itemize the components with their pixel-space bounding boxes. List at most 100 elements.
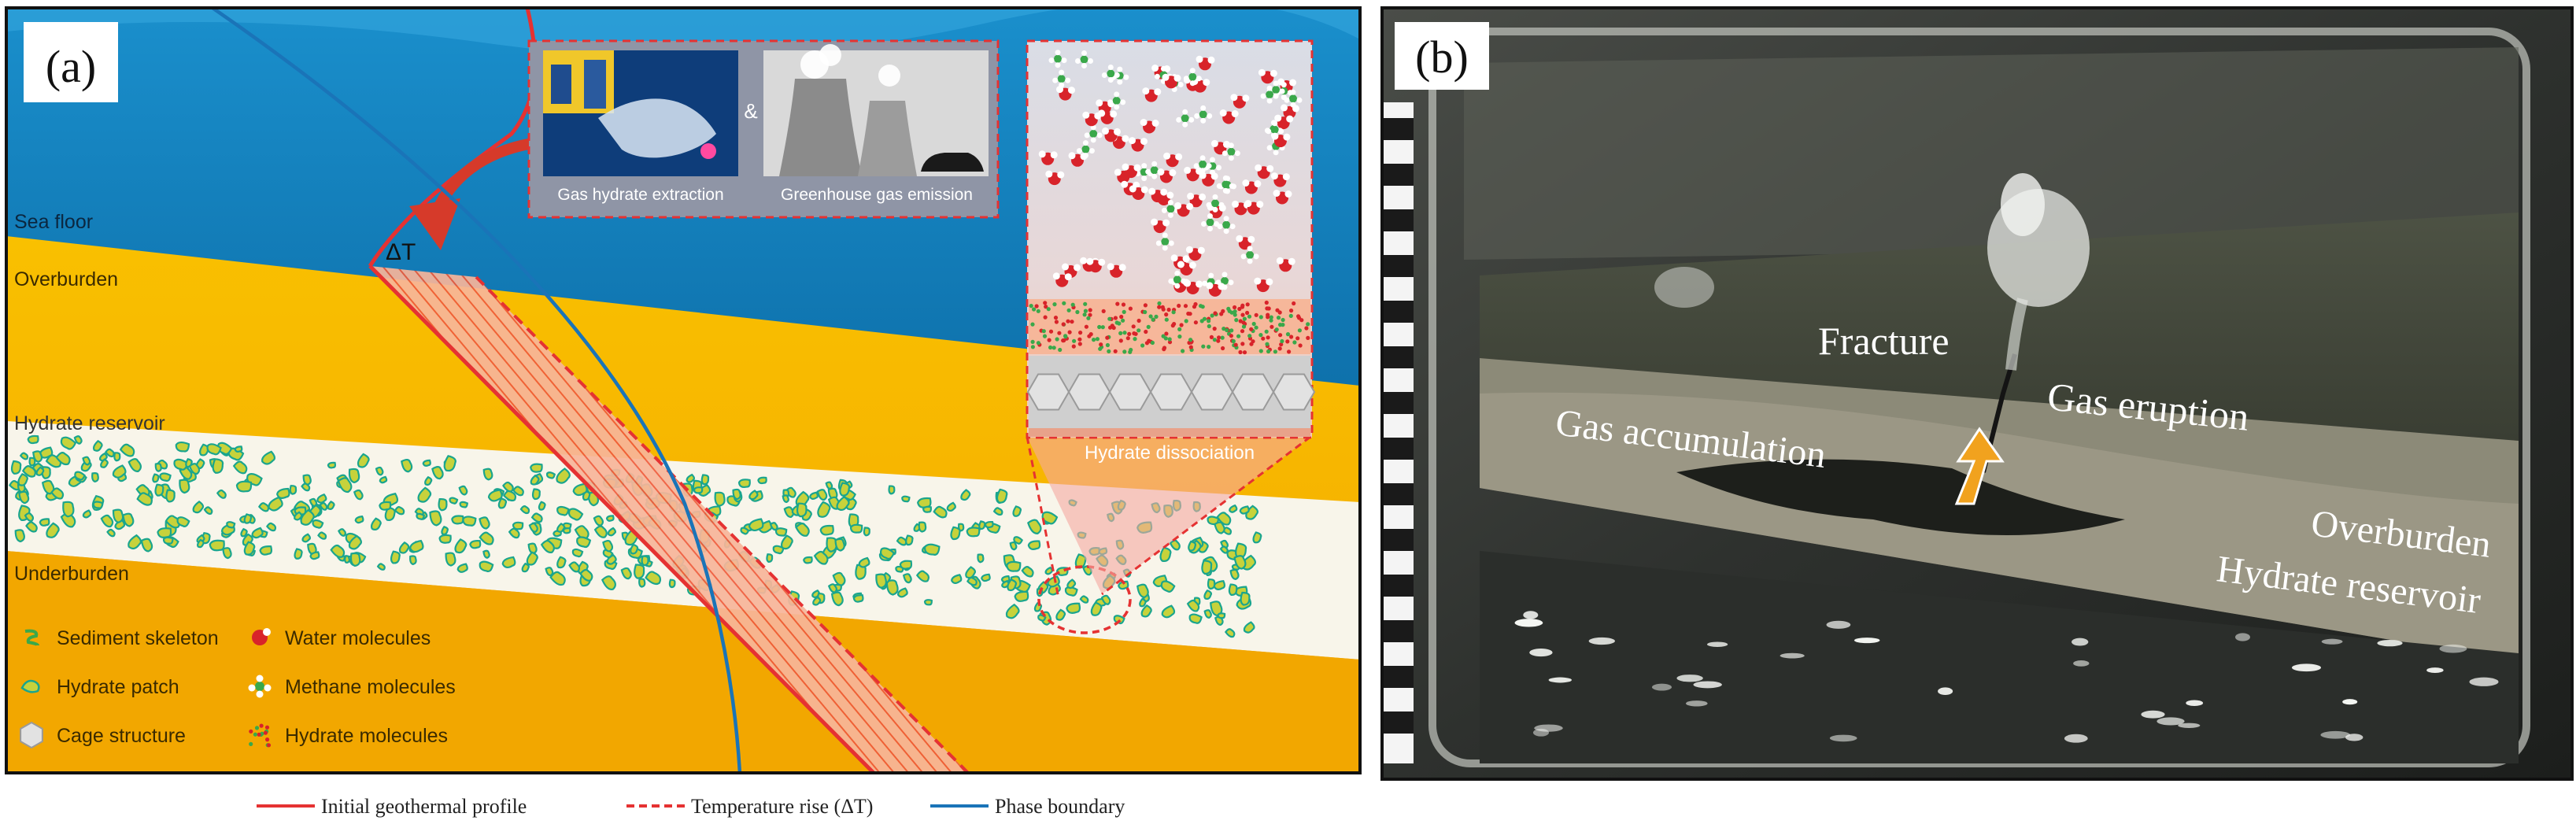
hydrate-molecule-dot (1200, 305, 1205, 309)
hydrate-molecule-dot (1245, 310, 1250, 316)
hydrate-molecule-dot (1270, 324, 1274, 329)
light-reflection (2426, 667, 2444, 674)
hydrate-molecules-icon (249, 723, 272, 748)
hydrate-molecule-dot (1072, 338, 1077, 343)
hydrate-molecule-dot (1087, 334, 1092, 338)
hydrate-molecule-dot (1136, 328, 1141, 333)
panel-b: Fracture Gas eruption Gas accumulation O… (1382, 8, 2572, 779)
ruler-tick (1382, 209, 1414, 231)
methane-molecule (1206, 194, 1225, 213)
hydrate-patch (593, 525, 608, 538)
hydrate-molecule-dot (1127, 331, 1132, 336)
hydrate-patch (82, 509, 92, 519)
ruler-tick (1382, 346, 1414, 368)
hydrate-molecule-dot (1122, 331, 1127, 335)
hydrate-molecule-dot (1113, 316, 1118, 320)
hydrate-molecule-dot (1062, 301, 1066, 305)
hydrate-molecule-dot (1171, 310, 1176, 315)
hydrate-patch (357, 453, 370, 468)
water-molecule (1206, 282, 1225, 297)
water-molecule (1273, 190, 1292, 205)
hydrate-patch (18, 490, 30, 505)
hydrate-patch (526, 551, 538, 566)
light-reflection (2291, 663, 2322, 672)
hydrate-molecule-dot (1146, 324, 1151, 329)
hydrate-patch (549, 571, 566, 586)
water-molecule (1045, 170, 1065, 186)
hydrate-molecule-dot (1289, 309, 1294, 313)
hydrate-molecule-dot (1221, 327, 1226, 331)
hydrate-patch (173, 458, 189, 471)
hydrate-patch (641, 555, 649, 567)
hydrate-molecule-dot (1299, 318, 1304, 323)
light-reflections (1514, 611, 2499, 743)
hydrate-patch (1021, 565, 1034, 578)
light-reflection (1514, 619, 1543, 627)
hydrate-patch (265, 522, 277, 532)
hydrate-patch (501, 556, 516, 569)
hydrate-patch (479, 516, 490, 530)
hydrate-patch (479, 560, 494, 573)
hydrate-molecule-dot (1221, 346, 1225, 351)
hydrate-patch (482, 549, 490, 559)
cage-structure-icon (20, 721, 43, 749)
panel-a-label: (a) (46, 41, 96, 92)
hydrate-patch (422, 459, 431, 467)
water-molecule-icon (252, 628, 271, 645)
hydrate-patch (25, 521, 38, 533)
hydrate-patch (1216, 512, 1232, 526)
hydrate-patch (1009, 541, 1018, 551)
hydrate-molecule-dot (1030, 339, 1035, 344)
sediment-skeleton-icon (24, 629, 39, 646)
hydrate-patch (92, 440, 103, 452)
hydrate-patch (740, 527, 750, 535)
hydrate-patch (128, 534, 142, 550)
hydrate-molecule-dot (1207, 345, 1211, 349)
hydrate-molecule-dot (1288, 313, 1293, 318)
hydrate-molecule-dot (1202, 316, 1207, 321)
hydrate-patch (14, 529, 25, 543)
methane-molecule (1075, 50, 1093, 68)
hydrate-patch (827, 583, 837, 593)
hydrate-molecule-dot (1207, 319, 1211, 323)
water-molecule (1157, 168, 1177, 183)
hydrate-patch (1217, 612, 1226, 619)
hydrate-molecule-dot (1212, 327, 1217, 331)
hydrate-molecule-dot (1128, 306, 1133, 311)
hydrate-patch (769, 522, 778, 531)
light-reflection (2073, 660, 2090, 667)
cage-structure (1231, 373, 1275, 411)
hydrate-patch (813, 550, 829, 565)
hydrate-patch (1066, 578, 1077, 590)
hydrate-molecule-dot (1029, 304, 1033, 309)
hydrate-patch (905, 534, 914, 546)
hydrate-patch (301, 533, 311, 543)
methane-molecule (1076, 140, 1095, 159)
hydrate-patch (445, 552, 456, 567)
hydrate-patch (686, 473, 696, 483)
legend-label: Sediment skeleton (57, 627, 219, 649)
hydrate-molecule-dot (1099, 342, 1103, 347)
water-molecule (1098, 109, 1118, 124)
cage-structure (1108, 373, 1152, 411)
methane-molecule (1176, 109, 1195, 128)
hydrate-patch (1233, 555, 1247, 570)
light-reflection (1706, 641, 1728, 647)
hydrate-patch (209, 539, 225, 552)
hydrate-patch (46, 522, 60, 538)
hydrate-patch (981, 573, 991, 582)
hydrate-molecule-dot (1167, 337, 1172, 342)
phase-boundary-label: Phase boundary (995, 795, 1125, 818)
hydrate-patch (538, 501, 546, 511)
hydrate-patch (917, 497, 932, 508)
hydrate-patch-icon (20, 679, 40, 693)
methane-molecule (1216, 175, 1235, 194)
hydrate-patch (576, 536, 592, 549)
hydrate-patch (319, 502, 328, 511)
hydrate-patch (482, 468, 493, 481)
hydrate-molecule-dot (1097, 324, 1102, 330)
legend-label: Hydrate patch (57, 676, 179, 698)
ruler-tick (1382, 301, 1414, 323)
methane-molecule (1107, 91, 1126, 110)
hydrate-molecule-dot (1122, 309, 1126, 314)
